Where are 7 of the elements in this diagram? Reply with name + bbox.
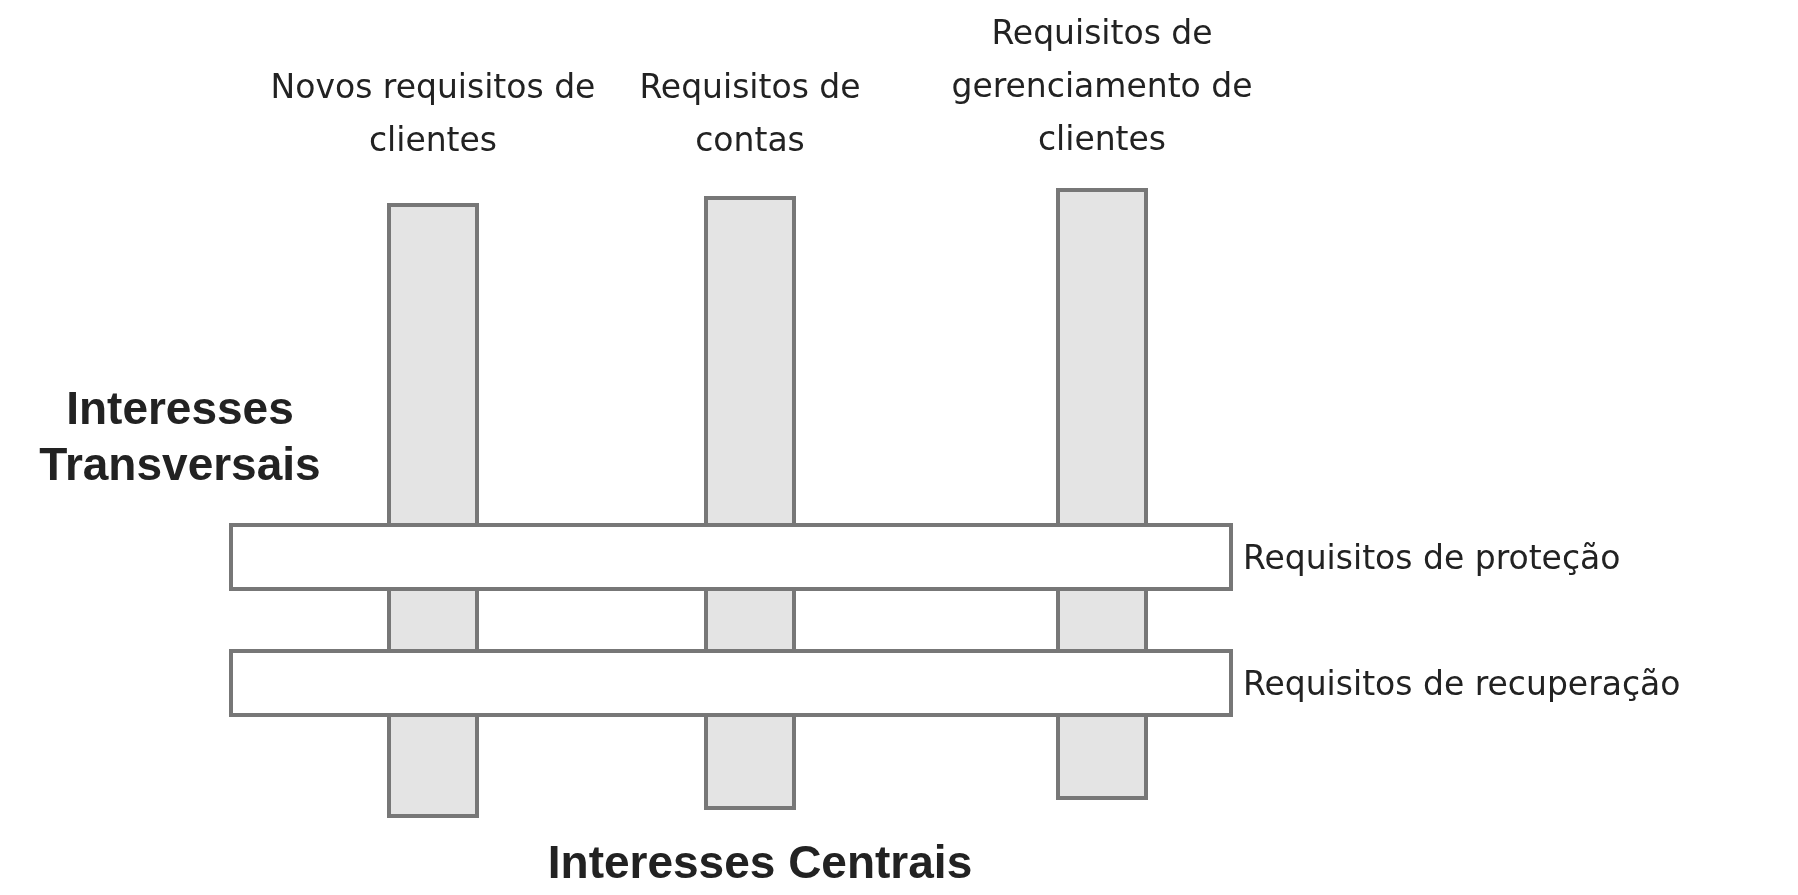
bar-label: Requisitos de recuperação xyxy=(1243,662,1681,705)
bar-label: Requisitos de proteção xyxy=(1243,536,1621,579)
bar-label: Novos requisitos de clientes xyxy=(269,66,597,161)
bar-label: Requisitos de contas xyxy=(638,66,862,161)
bar-label: Requisitos de gerenciamento de clientes xyxy=(950,12,1254,160)
bottom-heading: Interesses Centrais xyxy=(546,835,974,890)
side-heading: Interesses Transversais xyxy=(38,381,322,492)
